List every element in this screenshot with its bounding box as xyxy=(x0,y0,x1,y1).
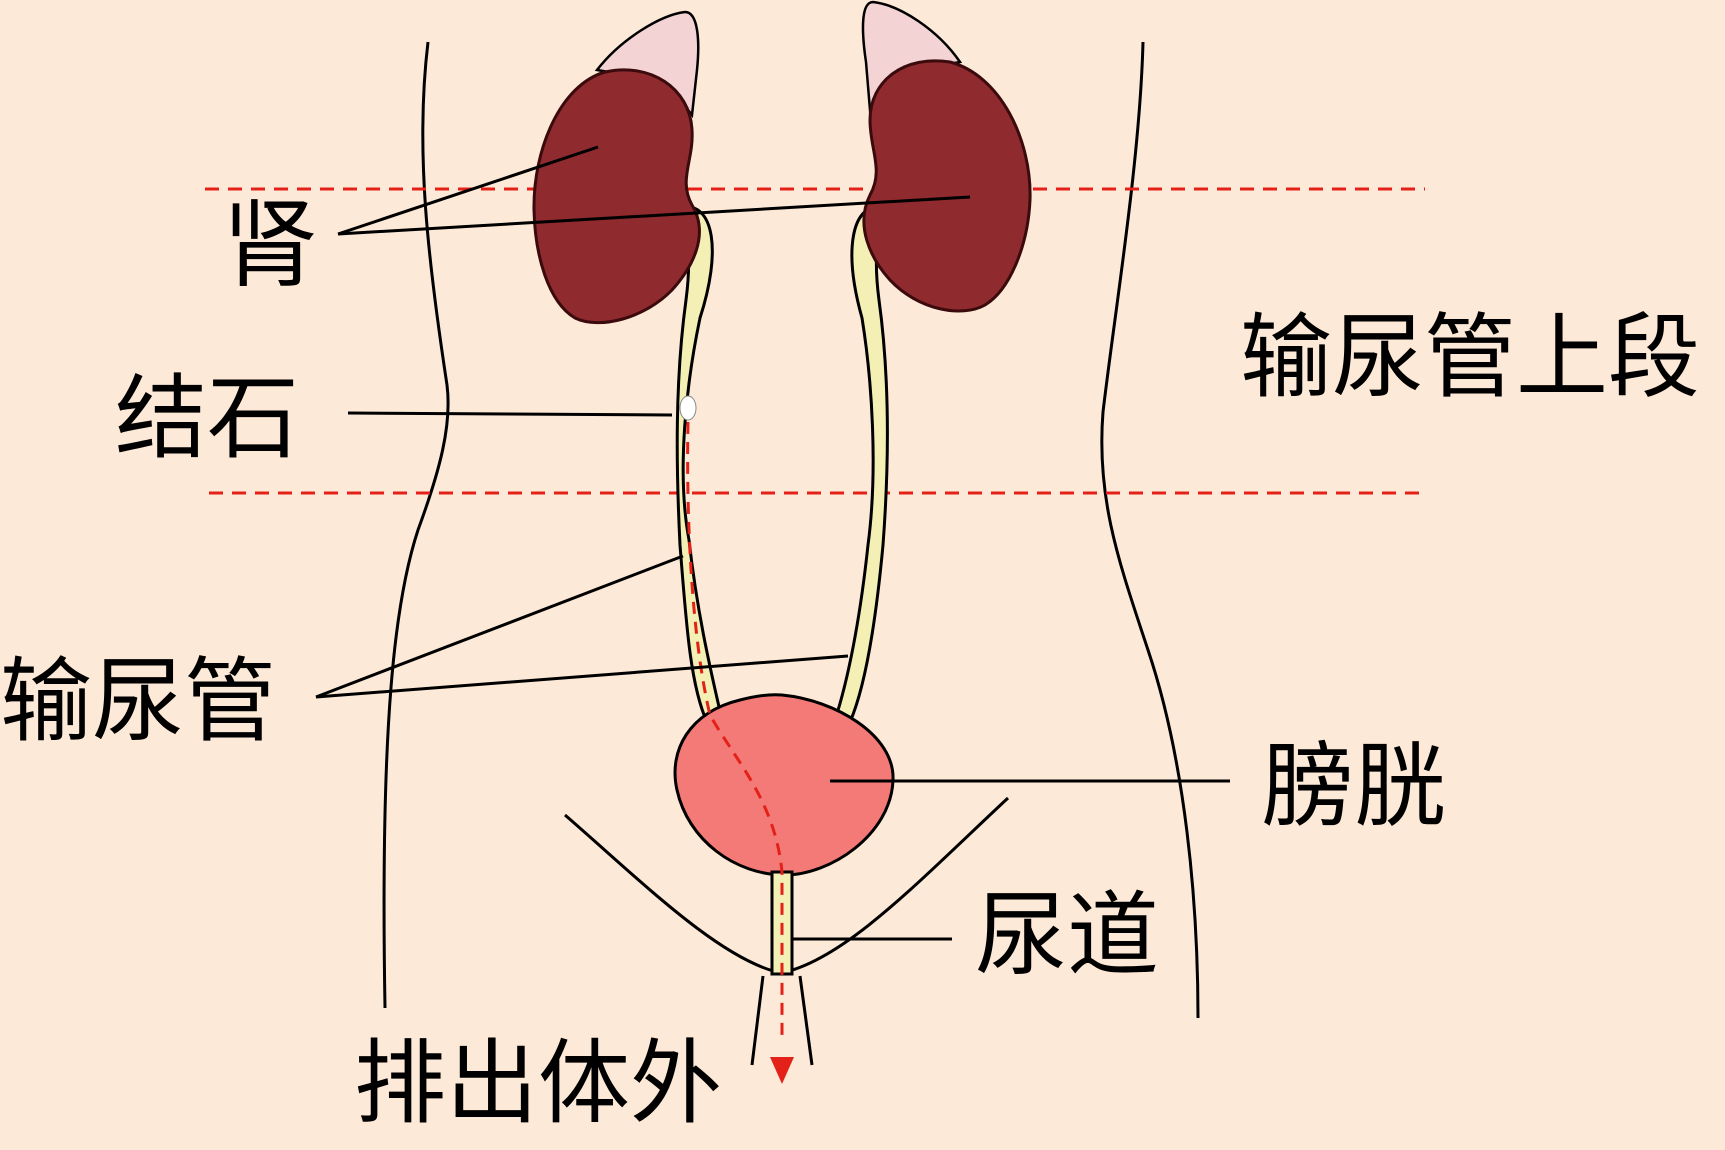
ureter-leader-right xyxy=(315,654,849,699)
right-ureter xyxy=(833,205,889,724)
left-ureter xyxy=(675,205,724,724)
stone-leader xyxy=(347,411,673,417)
excretion-path xyxy=(686,421,784,1040)
label-kidney: 肾 xyxy=(222,189,318,301)
body-outline-right xyxy=(1100,41,1200,1019)
leader-lines xyxy=(315,145,1230,941)
label-bladder: 膀胱 xyxy=(1262,733,1446,840)
kidney-leader-left xyxy=(337,145,599,236)
pelvic-gap-line-left xyxy=(750,975,765,1066)
kidney-stone xyxy=(679,395,697,421)
label-ureter: 输尿管 xyxy=(0,648,276,755)
left-kidney xyxy=(532,68,701,325)
label-stone: 结石 xyxy=(115,365,299,472)
pelvic-gap-line-right xyxy=(798,975,814,1066)
excretion-arrowhead xyxy=(770,1057,794,1084)
body-outline-left xyxy=(382,41,450,1009)
bladder xyxy=(673,693,895,877)
label-excretion: 排出体外 xyxy=(354,1030,722,1137)
right-kidney xyxy=(862,59,1032,313)
ureter-leader-left xyxy=(315,554,684,699)
label-urethra: 尿道 xyxy=(975,882,1159,989)
kidney-leader-right xyxy=(337,195,971,236)
label-upper-ureter: 输尿管上段 xyxy=(1240,304,1700,411)
